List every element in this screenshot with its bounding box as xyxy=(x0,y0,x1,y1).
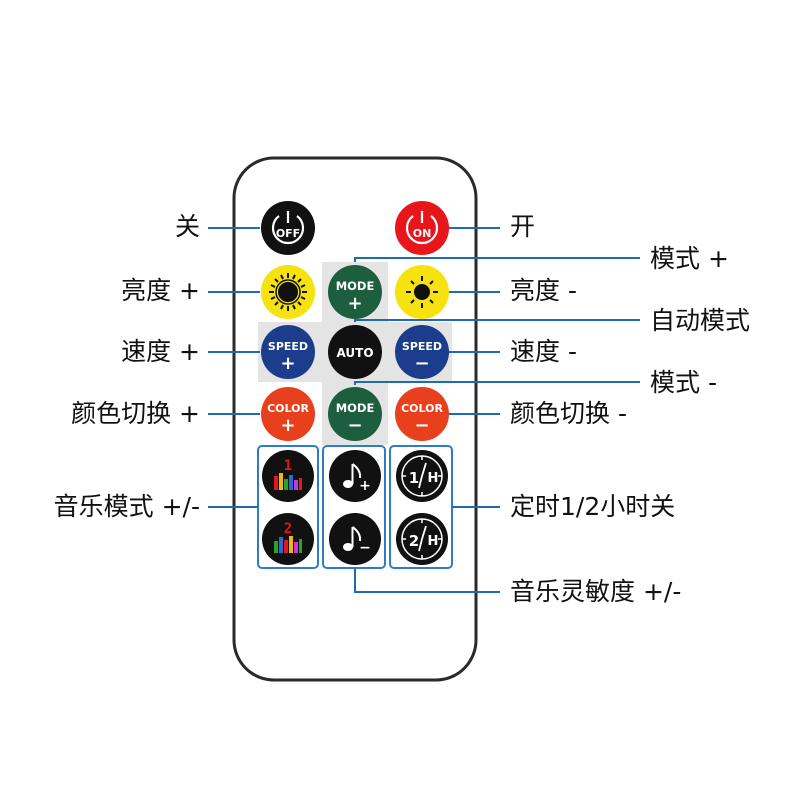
leader-lines xyxy=(208,227,640,593)
sensitivity-up-button[interactable]: + xyxy=(329,450,381,502)
mode-up-sign: + xyxy=(347,293,362,314)
equalizer-icon xyxy=(274,536,302,553)
off-button[interactable]: OFF xyxy=(261,201,315,255)
mode-up-text: MODE xyxy=(336,279,375,293)
mode-down-button[interactable]: MODE − xyxy=(328,387,382,441)
label-brightness-plus: 亮度 + xyxy=(121,276,200,305)
speed-up-sign: + xyxy=(280,353,295,374)
speed-down-sign: − xyxy=(414,353,429,374)
power-icon xyxy=(271,211,305,245)
clock-icon xyxy=(401,518,443,560)
timer-1h-number: 1 xyxy=(409,469,419,487)
off-button-text: OFF xyxy=(276,227,300,240)
brightness-up-button[interactable] xyxy=(261,265,315,319)
timer-1h-button[interactable]: 1 H xyxy=(396,450,448,502)
speed-up-text: SPEED xyxy=(268,340,308,353)
speed-up-button[interactable]: SPEED + xyxy=(261,325,315,379)
label-music-mode: 音乐模式 +/- xyxy=(53,492,200,521)
mode-down-text: MODE xyxy=(336,401,375,415)
label-color-plus: 颜色切换 + xyxy=(71,399,200,428)
mode-up-button[interactable]: MODE + xyxy=(328,265,382,319)
timer-2h-button[interactable]: 2 H xyxy=(396,513,448,565)
power-icon xyxy=(405,211,439,245)
timer-2h-unit: H xyxy=(428,534,439,549)
label-speed-plus: 速度 + xyxy=(121,337,200,366)
music-mode-1-button[interactable]: 1 xyxy=(262,450,314,502)
on-button-text: ON xyxy=(413,227,432,240)
music-mode-1-digit: 1 xyxy=(284,458,292,474)
color-up-text: COLOR xyxy=(267,402,309,415)
clock-icon xyxy=(401,455,443,497)
label-color-minus: 颜色切换 - xyxy=(510,399,627,428)
color-down-button[interactable]: COLOR − xyxy=(395,387,449,441)
music-note-icon xyxy=(343,463,362,488)
label-on: 开 xyxy=(510,212,536,241)
label-brightness-minus: 亮度 - xyxy=(510,276,577,305)
label-timer: 定时1/2小时关 xyxy=(510,492,676,521)
music-mode-2-button[interactable]: 2 xyxy=(262,513,314,565)
timer-2h-number: 2 xyxy=(409,532,419,550)
sensitivity-down-button[interactable]: − xyxy=(329,513,381,565)
music-note-icon xyxy=(343,526,362,551)
color-up-button[interactable]: COLOR + xyxy=(261,387,315,441)
equalizer-icon xyxy=(274,473,302,490)
on-button[interactable]: ON xyxy=(395,201,449,255)
label-speed-minus: 速度 - xyxy=(510,337,577,366)
music-mode-2-digit: 2 xyxy=(284,521,292,537)
label-off: 关 xyxy=(174,212,200,241)
speed-down-text: SPEED xyxy=(402,340,442,353)
sensitivity-down-sign: − xyxy=(359,540,371,556)
sun-small-icon xyxy=(406,276,438,308)
color-down-text: COLOR xyxy=(401,402,443,415)
auto-button[interactable]: AUTO xyxy=(328,325,382,379)
speed-down-button[interactable]: SPEED − xyxy=(395,325,449,379)
mode-down-sign: − xyxy=(347,415,362,436)
sun-large-icon xyxy=(269,273,307,311)
sensitivity-up-sign: + xyxy=(359,478,371,494)
label-mode-minus: 模式 - xyxy=(650,368,717,397)
timer-1h-unit: H xyxy=(428,471,439,486)
brightness-down-button[interactable] xyxy=(395,265,449,319)
label-mode-plus: 模式 + xyxy=(650,244,729,273)
auto-button-text: AUTO xyxy=(336,346,373,360)
color-down-sign: − xyxy=(414,415,429,436)
color-up-sign: + xyxy=(280,415,295,436)
label-auto-mode: 自动模式 xyxy=(650,306,751,335)
label-music-sensitivity: 音乐灵敏度 +/- xyxy=(510,577,682,606)
